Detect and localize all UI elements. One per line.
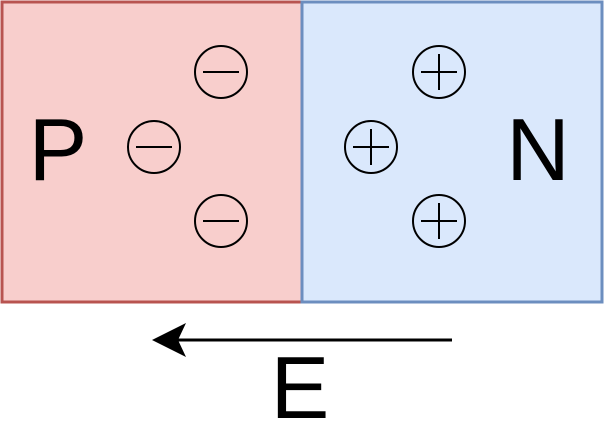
field-label: E bbox=[271, 338, 330, 429]
electric-field-arrow bbox=[152, 323, 452, 357]
minus-circle-icon bbox=[127, 120, 181, 174]
minus-circle-icon bbox=[194, 45, 248, 99]
plus-circle-icon bbox=[412, 194, 466, 248]
p-region-box bbox=[0, 0, 304, 304]
plus-circle-icon bbox=[412, 45, 466, 99]
minus-circle-icon bbox=[194, 194, 248, 248]
n-region: N bbox=[300, 0, 604, 304]
n-label: N bbox=[506, 100, 570, 199]
arrow-left-icon bbox=[152, 323, 186, 357]
p-label: P bbox=[29, 100, 88, 199]
plus-circle-icon bbox=[344, 120, 398, 174]
p-region: P bbox=[0, 0, 304, 304]
n-region-box bbox=[300, 0, 604, 304]
